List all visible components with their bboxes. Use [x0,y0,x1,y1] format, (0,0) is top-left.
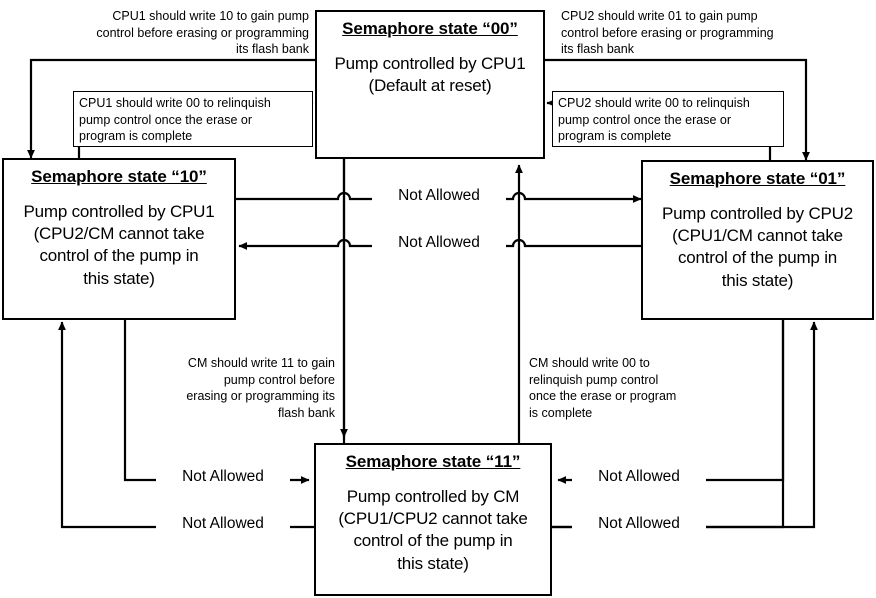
note-cpu2-gain-line1: CPU2 should write 01 to gain pump [561,9,758,23]
state-box-01[interactable]: Semaphore state “01” Pump controlled by … [641,160,874,320]
state-10-line1: Pump controlled by CPU1 [23,202,215,222]
state-box-00[interactable]: Semaphore state “00” Pump controlled by … [315,10,545,159]
note-cpu1-gain: CPU1 should write 10 to gain pump contro… [82,5,314,61]
state-10-body: Pump controlled by CPU1 (CPU2/CM cannot … [12,201,226,289]
edge-label-not-allowed-1: Not Allowed [372,188,506,204]
state-01-line4: this state) [721,270,794,290]
state-box-11[interactable]: Semaphore state “11” Pump controlled by … [314,443,552,596]
note-cpu1-gain-line3: its flash bank [236,42,309,56]
state-00-title: Semaphore state “00” [342,19,518,38]
note-cpu2-relinquish-line3: program is complete [558,129,672,143]
note-cpu1-gain-line2: control before erasing or programming [96,25,309,40]
state-01-line2: (CPU1/CM cannot take [672,226,843,246]
note-cpu1-gain-line1: CPU1 should write 10 to gain pump [112,9,309,23]
note-cm-relinquish-line2: relinquish pump control [529,372,659,387]
note-cm-gain-line2: pump control before [223,372,335,387]
note-cm-relinquish-line1: CM should write 00 to [529,356,650,370]
state-11-body: Pump controlled by CM (CPU1/CPU2 cannot … [324,486,542,574]
state-10-title: Semaphore state “10” [31,167,207,186]
note-cpu1-relinquish-line2: pump control once the erase or [79,112,253,127]
state-11-line2: (CPU1/CPU2 cannot take [338,509,528,529]
note-cm-relinquish-line3: once the erase or program [529,389,677,403]
note-cpu2-gain-line2: control before erasing or programming [561,25,774,40]
state-00-line1: Pump controlled by CPU1 [334,54,526,74]
note-cpu2-relinquish: CPU2 should write 00 to relinquish pump … [552,91,784,147]
state-11-title: Semaphore state “11” [345,452,521,471]
state-11-line1: Pump controlled by CM [346,487,520,507]
state-box-10[interactable]: Semaphore state “10” Pump controlled by … [2,158,236,320]
note-cpu1-relinquish-line1: CPU1 should write 00 to relinquish [79,96,271,110]
note-cm-gain: CM should write 11 to gain pump control … [155,352,340,424]
state-01-line3: control of the pump in [677,248,838,268]
note-cpu2-gain-line3: its flash bank [561,42,634,56]
note-cpu1-relinquish-line3: program is complete [79,129,193,143]
note-cm-gain-line1: CM should write 11 to gain [187,356,335,370]
edge-label-not-allowed-5: Not Allowed [572,469,706,485]
state-10-line2: (CPU2/CM cannot take [33,224,205,244]
state-00-body: Pump controlled by CPU1 (Default at rese… [325,53,535,97]
edge-label-not-allowed-2: Not Allowed [372,235,506,251]
edge-label-not-allowed-4: Not Allowed [156,516,290,532]
state-11-line3: control of the pump in [353,531,513,551]
note-cm-relinquish-line4: is complete [529,405,593,420]
note-cpu2-gain: CPU2 should write 01 to gain pump contro… [556,5,806,61]
state-10-line3: control of the pump in [39,246,199,266]
note-cm-gain-line3: erasing or programming its [186,389,335,403]
edge-label-not-allowed-3: Not Allowed [156,469,290,485]
note-cpu1-relinquish: CPU1 should write 00 to relinquish pump … [73,91,313,147]
note-cpu2-relinquish-line1: CPU2 should write 00 to relinquish [558,96,750,110]
state-01-title: Semaphore state “01” [669,169,846,188]
state-10-line4: this state) [83,268,155,288]
state-11-line4: this state) [397,553,469,573]
edge-label-not-allowed-6: Not Allowed [572,516,706,532]
note-cpu2-relinquish-line2: pump control once the erase or [558,112,732,127]
state-01-line1: Pump controlled by CPU2 [662,204,853,224]
state-01-body: Pump controlled by CPU2 (CPU1/CM cannot … [651,203,864,291]
note-cm-relinquish: CM should write 00 to relinquish pump co… [524,352,714,424]
state-00-line2: (Default at reset) [368,76,492,96]
note-cm-gain-line4: flash bank [278,405,335,420]
